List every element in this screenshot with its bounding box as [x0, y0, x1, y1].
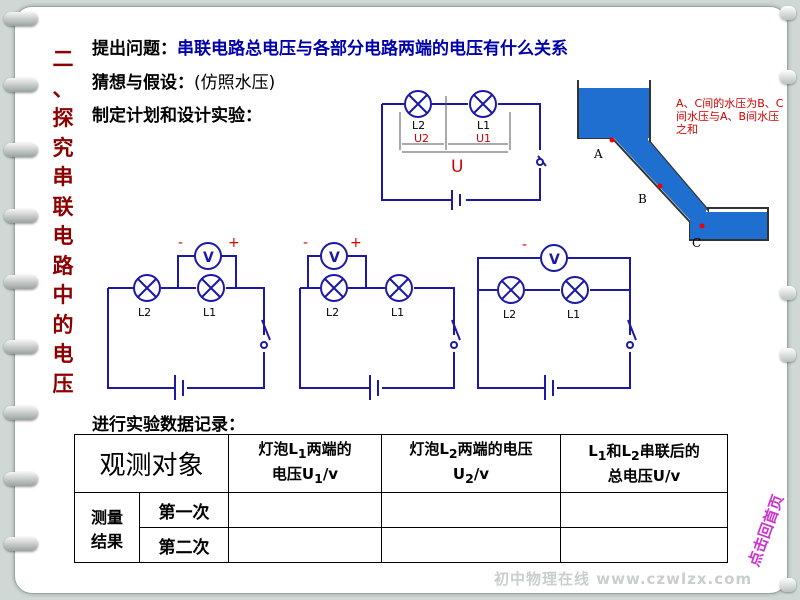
- point-b-icon: [657, 183, 663, 189]
- ring-icon: [4, 472, 38, 486]
- upper-tank: [579, 88, 649, 138]
- circuit-1-l2-label: L2: [138, 306, 151, 319]
- voltmeter-3-label: V: [549, 252, 560, 268]
- page-tab-icon: [780, 286, 796, 300]
- ring-icon: [4, 537, 38, 551]
- question-line: 提出问题：串联电路总电压与各部分电路两端的电压有什么关系: [92, 34, 568, 59]
- vertical-title: 二 、 探 究 串 联 电 路 中 的 电 压: [52, 46, 74, 396]
- ring-icon: [4, 12, 38, 26]
- question-text: 串联电路总电压与各部分电路两端的电压有什么关系: [177, 39, 568, 59]
- data-table: 观测对象 灯泡L1两端的 电压U1/v 灯泡L2两端的电压 U2/v L1和L2…: [74, 434, 728, 563]
- circuit-3-l2-label: L2: [503, 308, 516, 321]
- result-group-label: 测量结果: [74, 492, 140, 563]
- ring-icon: [4, 78, 38, 92]
- top-l1-label: L1: [477, 119, 490, 132]
- ring-icon: [4, 406, 38, 420]
- page-tab-icon: [780, 6, 796, 20]
- voltmeter-2-label: V: [329, 250, 340, 266]
- cell-second-u[interactable]: [560, 527, 728, 563]
- water-pressure-diagram: A B C: [577, 80, 769, 250]
- top-l2-label: L2: [412, 119, 425, 132]
- page-tab-icon: [780, 578, 796, 592]
- footer-watermark: 初中物理在线 www.czwlzx.com: [494, 570, 753, 588]
- ring-icon: [4, 209, 38, 223]
- row-second-label: 第二次: [139, 527, 229, 563]
- minus-2-label: -: [303, 235, 308, 251]
- row-first-label: 第一次: [139, 492, 229, 528]
- col-u1-header: 灯泡L1两端的 电压U1/v: [228, 434, 382, 493]
- plan-line: 制定计划和设计实验：: [92, 101, 262, 126]
- cell-first-u[interactable]: [560, 492, 728, 528]
- plus-1-label: +: [228, 235, 240, 251]
- col-u2-header: 灯泡L2两端的电压 U2/v: [381, 434, 561, 493]
- hypothesis-text: (仿照水压): [194, 73, 276, 93]
- binder-rings: [0, 0, 40, 600]
- circuit-2-l2-label: L2: [326, 306, 339, 319]
- circuit-1-l1-label: L1: [203, 306, 216, 319]
- cell-first-u2[interactable]: [381, 492, 561, 528]
- water-pressure-note: A、C间的水压为B、C间水压与A、B间水压之和: [676, 97, 784, 136]
- cell-second-u1[interactable]: [228, 527, 382, 563]
- lamp-l1-icon: [469, 90, 497, 118]
- top-u-label: U: [451, 157, 463, 177]
- top-u2-label: U2: [414, 132, 429, 145]
- minus-3-label: -: [522, 237, 527, 253]
- circuit-3-l1-label: L1: [567, 308, 580, 321]
- record-label: 进行实验数据记录：: [92, 415, 245, 435]
- page-tab-icon: [780, 348, 796, 362]
- point-c-icon: [699, 223, 705, 229]
- circuit-2: [299, 242, 461, 400]
- lamp-l2-icon: [404, 90, 432, 118]
- plan-label: 制定计划和设计实验：: [92, 106, 262, 126]
- ring-icon: [4, 340, 38, 354]
- point-a-icon: [609, 137, 615, 143]
- ring-icon: [4, 143, 38, 157]
- point-b-label: B: [638, 192, 647, 206]
- hypothesis-label: 猜想与假设：: [92, 73, 194, 93]
- page-tab-icon: [780, 70, 796, 84]
- plus-2-label: +: [350, 235, 362, 251]
- circuit-3: [477, 244, 637, 400]
- top-circuit-measure: [399, 96, 511, 153]
- ring-icon: [4, 275, 38, 289]
- minus-1-label: -: [178, 235, 183, 251]
- col-u-total-header: L1和L2串联后的 总电压U/v: [560, 434, 728, 493]
- record-line: 进行实验数据记录：: [92, 410, 245, 435]
- top-u1-label: U1: [476, 132, 491, 145]
- cell-first-u1[interactable]: [228, 492, 382, 528]
- question-label: 提出问题：: [92, 39, 177, 59]
- col-observation-header: 观测对象: [74, 434, 229, 493]
- hypothesis-line: 猜想与假设：(仿照水压): [92, 68, 275, 93]
- circuit-1: [107, 242, 271, 400]
- voltmeter-1-label: V: [203, 250, 214, 266]
- circuit-2-l1-label: L1: [391, 306, 404, 319]
- cell-second-u2[interactable]: [381, 527, 561, 563]
- top-circuit: [381, 90, 547, 210]
- point-c-label: C: [692, 236, 701, 250]
- point-a-label: A: [593, 147, 603, 161]
